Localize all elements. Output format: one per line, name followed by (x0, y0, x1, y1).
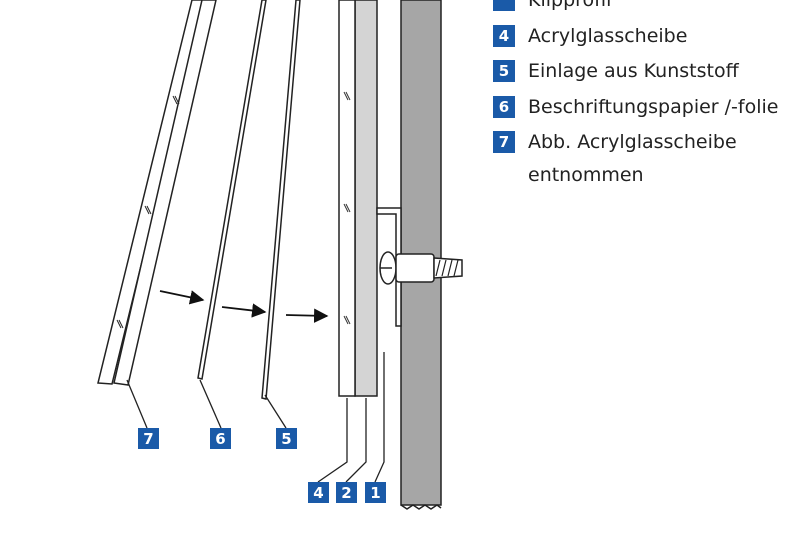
legend-label: Beschriftungspapier /-folie (528, 95, 779, 118)
callout-5-label: 5 (281, 430, 291, 448)
callout-7 (138, 428, 159, 449)
legend: Klipprofil 4 Acrylglasscheibe 5 Einlage … (493, 0, 793, 194)
legend-label: Acrylglasscheibe (528, 24, 688, 47)
callout-1 (365, 482, 386, 503)
callout-6 (210, 428, 231, 449)
legend-number: 5 (493, 60, 515, 82)
klip-profile (354, 0, 378, 397)
legend-item-5: 5 Einlage aus Kunststoff (493, 57, 793, 93)
callout-2 (336, 482, 357, 503)
glass-hatch-marks (343, 91, 351, 325)
legend-label-line1: Abb. Acrylglasscheibe (528, 131, 737, 153)
legend-item-4: 4 Acrylglasscheibe (493, 22, 793, 58)
legend-label: Abb. Acrylglasscheibe entnommen (528, 128, 737, 194)
callout-7-label: 7 (143, 430, 153, 448)
wall-break-edge (400, 504, 442, 510)
legend-number: 7 (493, 131, 515, 153)
legend-item-klipprofil: Klipprofil (493, 0, 793, 22)
legend-number: 6 (493, 95, 515, 118)
legend-label: Einlage aus Kunststoff (528, 60, 739, 82)
acrylic-pane-mounted (338, 0, 356, 397)
legend-label-line2: entnommen (528, 164, 644, 186)
detached-acrylic-pane (97, 0, 217, 386)
legend-number: 4 (493, 24, 515, 47)
legend-label: Klipprofil (528, 0, 612, 11)
callout-4-label: 4 (313, 484, 323, 502)
label-paper-sheet (197, 0, 267, 380)
callout-5 (276, 428, 297, 449)
callout-4 (308, 482, 329, 503)
leader-lines (126, 352, 385, 483)
callout-1-label: 1 (370, 484, 380, 502)
wall (400, 0, 442, 506)
legend-item-6: 6 Beschriftungspapier /-folie (493, 93, 793, 129)
callout-2-label: 2 (341, 484, 351, 502)
screw (379, 251, 463, 285)
callout-badges: 7 6 5 4 2 1 (138, 428, 386, 503)
insertion-arrows (159, 290, 329, 323)
legend-number (493, 0, 515, 11)
callout-6-label: 6 (215, 430, 225, 448)
plastic-insert-sheet (261, 0, 301, 400)
legend-item-7: 7 Abb. Acrylglasscheibe entnommen (493, 128, 793, 194)
